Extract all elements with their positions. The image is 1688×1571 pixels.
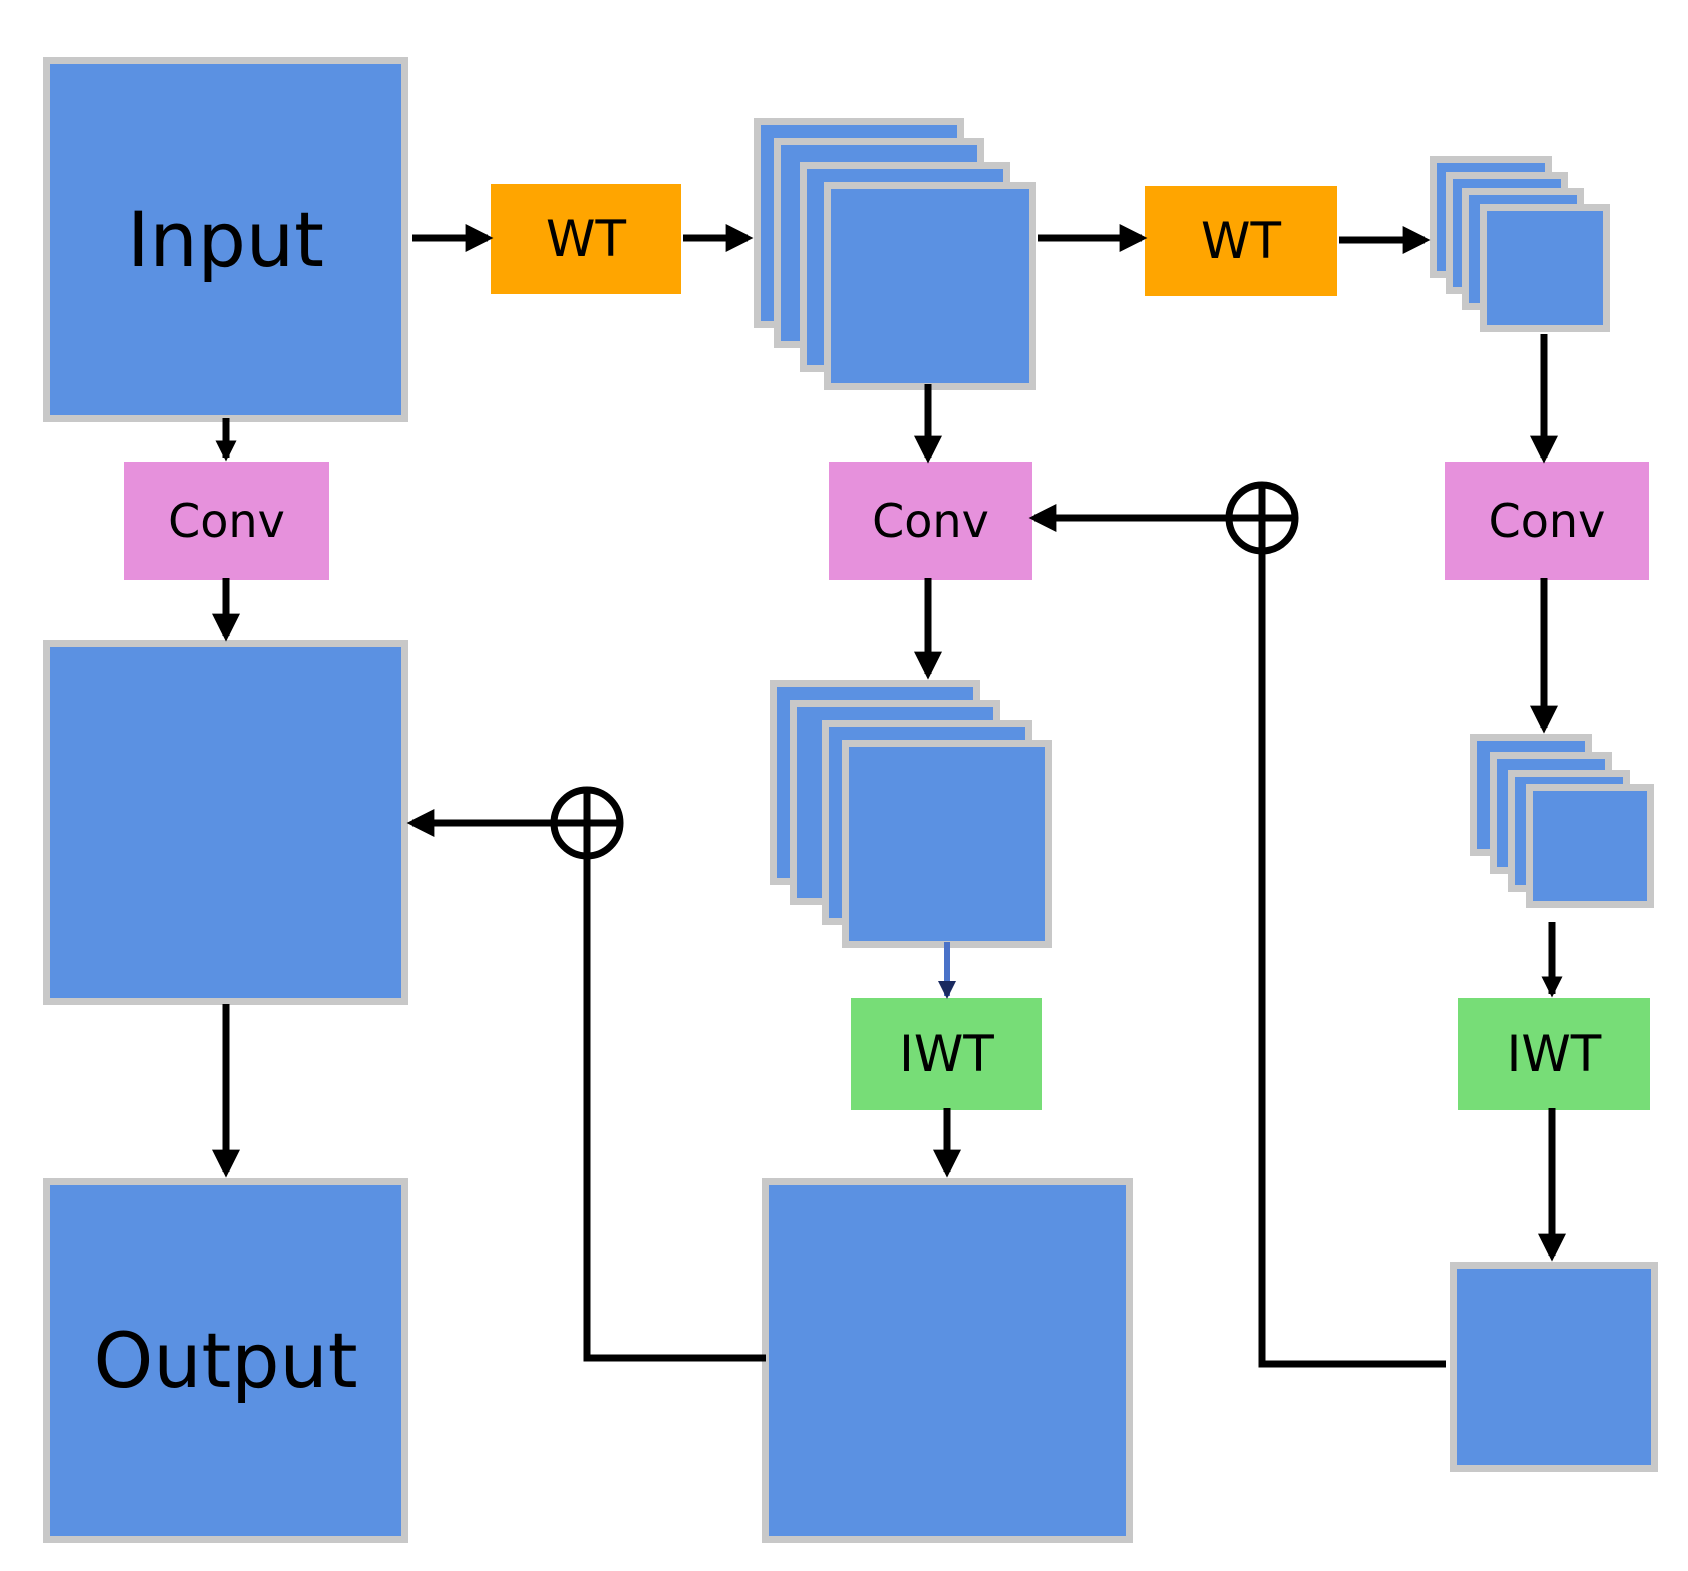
wt-block-1: WT [491,184,681,294]
input-label: Input [127,195,324,284]
reconstructed-map-level1 [762,1178,1133,1543]
iwt-block-1: IWT [851,998,1042,1110]
feature-map-level0 [43,640,408,1005]
reconstructed-map-level2 [1450,1262,1658,1472]
wt-block-2: WT [1145,186,1337,296]
conv-block-2: Conv [829,462,1032,580]
input-block: Input [43,57,408,422]
subband-stack-level1-map4 [824,182,1036,390]
iwt-block-2: IWT [1458,998,1650,1110]
output-label: Output [93,1316,358,1405]
output-block: Output [43,1178,408,1543]
skip-recon1-to-sum1 [583,823,766,1362]
skip-recon2-to-sum2 [1258,518,1446,1368]
sum-node-1 [550,786,624,860]
conv-block-3: Conv [1445,462,1649,580]
sum-node-2 [1225,481,1299,555]
conv-block-1: Conv [124,462,329,580]
conv-output-stack-level2-map4 [1526,784,1654,908]
subband-stack-level2-map4 [1480,204,1610,332]
